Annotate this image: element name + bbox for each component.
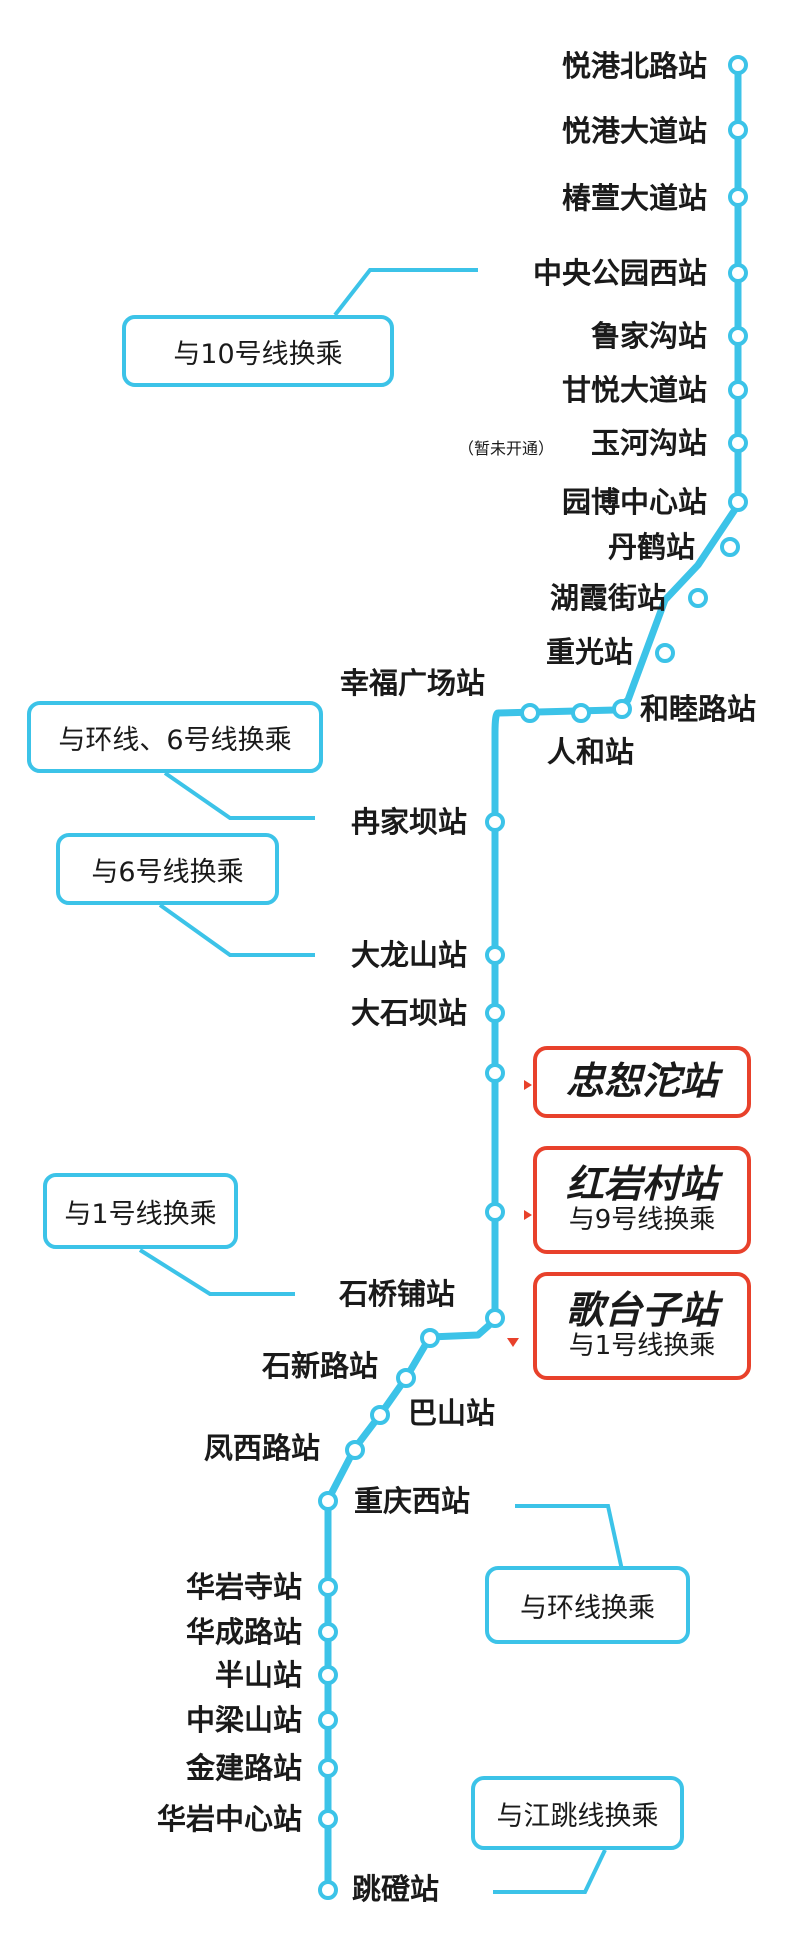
station-label-dashiba: 大石坝站 [350,996,467,1030]
transfer-connectors [138,268,624,1894]
station-marker [728,492,748,512]
station-label-jinjianlu: 金建路站 [185,1751,302,1785]
station-label-huayansi: 华岩寺站 [185,1570,302,1604]
transfer-box-line6: 与6号线换乘 [56,833,279,905]
highlight-station-getaizi: 歌台子站 [565,1287,718,1332]
station-marker [571,703,591,723]
station-label-hemulu: 和睦路站 [640,692,757,726]
station-label-yuegangbeilu: 悦港北路站 [561,49,707,83]
station-marker [728,433,748,453]
station-marker [485,812,505,832]
station-label-chunxuandadao: 椿萱大道站 [561,181,707,215]
highlight-box-getaizi: 歌台子站 与1号线换乘 [533,1272,751,1380]
transfer-box-loop-line6: 与环线、6号线换乘 [27,701,323,773]
highlight-station-hongyancun: 红岩村站 [565,1161,718,1206]
station-label-danhe: 丹鹤站 [607,530,695,564]
station-label-yuanbozhongxin: 园博中心站 [561,485,707,519]
station-marker [728,326,748,346]
station-label-chongqingxi: 重庆西站 [354,1484,471,1518]
connector-line6 [158,903,315,957]
station-label-chongguang: 重光站 [545,635,633,669]
station-marker [728,187,748,207]
highlight-transfer-getaizi: 与1号线换乘 [568,1331,716,1362]
station-marker [485,1308,505,1328]
station-marker [345,1440,365,1460]
station-marker [485,1003,505,1023]
station-marker [318,1491,338,1511]
station-marker [728,380,748,400]
station-label-shiqiaopu: 石桥铺站 [338,1277,455,1311]
station-marker [370,1405,390,1425]
station-marker [485,1063,505,1083]
connector-loop-line6 [163,771,315,820]
station-label-huachenglu: 华成路站 [185,1615,302,1649]
station-marker [485,1202,505,1222]
highlight-pointers [507,1080,532,1347]
station-label-yuegangdadao: 悦港大道站 [561,114,707,148]
transfer-box-jiangtiao: 与江跳线换乘 [471,1776,684,1850]
station-label-ganyuedadao: 甘悦大道站 [561,373,707,407]
station-marker [396,1368,416,1388]
station-label-fengxilu: 凤西路站 [203,1431,320,1465]
transfer-box-line1: 与1号线换乘 [43,1173,238,1249]
pointer-hongyancun [524,1210,532,1220]
station-label-xingfuguangchang: 幸福广场站 [340,666,486,700]
station-label-tiaodeng: 跳磴站 [352,1872,440,1906]
connector-line10 [333,268,478,317]
station-label-dalongshan: 大龙山站 [350,938,467,972]
station-label-huxiajie: 湖霞街站 [549,581,666,615]
station-label-lujiagou: 鲁家沟站 [590,319,707,353]
station-label-shixinlu: 石新路站 [261,1349,378,1383]
station-marker [655,643,675,663]
station-marker [520,703,540,723]
pointer-zhongshutuo [524,1080,532,1090]
station-marker [420,1328,440,1348]
station-label-renhe: 人和站 [547,735,635,769]
station-markers [318,55,748,1900]
station-marker [720,537,740,557]
station-marker [318,1809,338,1829]
connector-loop [515,1504,624,1571]
connector-line1 [138,1248,295,1296]
station-marker [612,699,632,719]
connector-jiangtiao [493,1849,607,1894]
station-note-not-open: （暂未开通） [458,439,555,458]
station-marker [318,1880,338,1900]
highlight-transfer-hongyancun: 与9号线换乘 [568,1205,716,1236]
pointer-getaizi [507,1338,519,1347]
station-marker [318,1710,338,1730]
station-marker [318,1758,338,1778]
highlight-box-hongyancun: 红岩村站 与9号线换乘 [533,1146,751,1254]
station-marker [318,1577,338,1597]
station-label-bashan: 巴山站 [408,1396,496,1430]
transfer-box-line10: 与10号线换乘 [122,315,394,387]
highlight-box-zhongshutuo: 忠恕沱站 [533,1046,751,1118]
station-label-zhongyanggongyuanxi: 中央公园西站 [532,256,707,290]
station-label-ranjiaba: 冉家坝站 [350,805,467,839]
station-label-banshan: 半山站 [214,1658,302,1692]
station-marker [688,588,708,608]
station-marker [485,945,505,965]
station-label-huayanzhongxin: 华岩中心站 [156,1802,302,1836]
station-marker [318,1665,338,1685]
transfer-box-loop: 与环线换乘 [485,1566,690,1644]
station-marker [318,1622,338,1642]
station-marker [728,55,748,75]
highlight-station-zhongshutuo: 忠恕沱站 [565,1059,718,1104]
station-marker [728,263,748,283]
station-marker [728,120,748,140]
station-label-zhongliangshan: 中梁山站 [185,1703,302,1737]
station-label-yuhegou: 玉河沟站 [590,426,707,460]
